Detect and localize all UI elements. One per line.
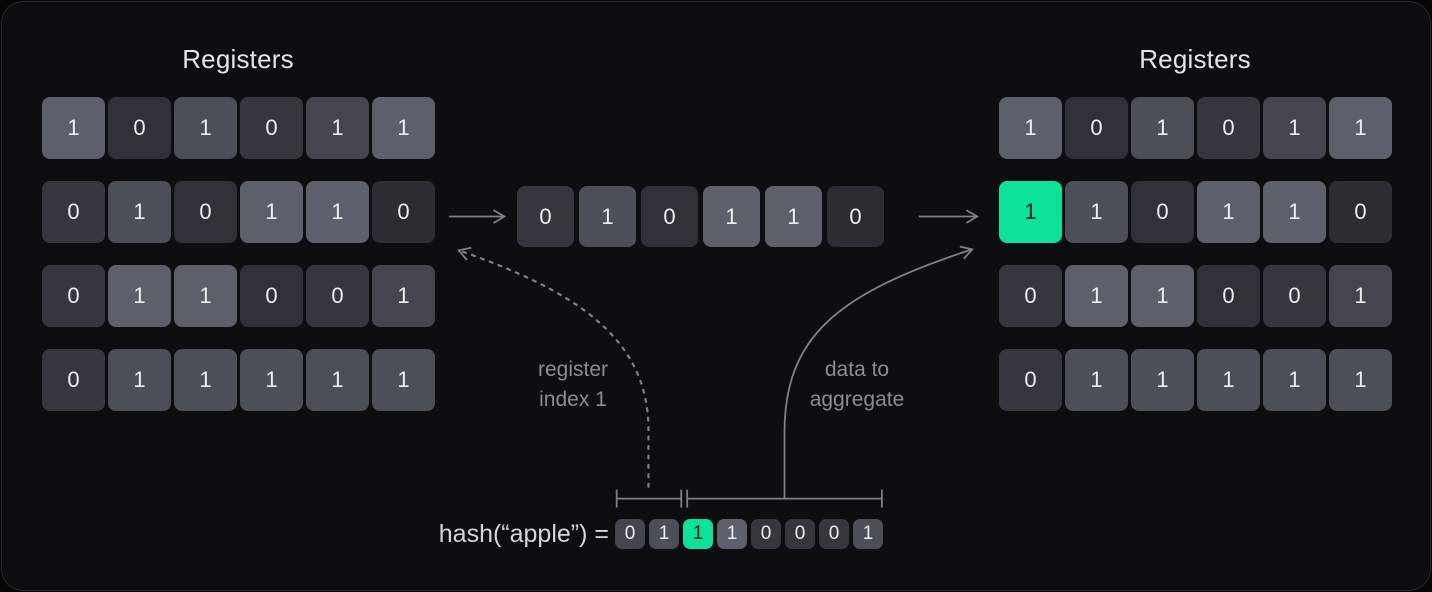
incoming-bit-cell: 0 xyxy=(827,186,884,247)
register-cell: 0 xyxy=(372,181,435,243)
register-cell: 0 xyxy=(42,181,105,243)
hash-bit-cell: 0 xyxy=(751,519,781,549)
left-registers-title: Registers xyxy=(182,44,294,74)
register-cell: 0 xyxy=(999,265,1062,327)
register-cell: 0 xyxy=(1131,181,1194,243)
register-cell: 1 xyxy=(174,265,237,327)
register-cell: 0 xyxy=(108,97,171,159)
register-cell: 1 xyxy=(1131,349,1194,411)
register-cell: 1 xyxy=(174,97,237,159)
register-cell: 1 xyxy=(108,181,171,243)
data-to-aggregate-label-line1: data to xyxy=(824,358,890,381)
hash-bit-cell: 0 xyxy=(785,519,815,549)
register-cell: 1 xyxy=(1065,265,1128,327)
register-cell: 1 xyxy=(372,97,435,159)
incoming-bit-cell: 0 xyxy=(641,186,698,247)
register-cell: 1 xyxy=(999,181,1062,243)
data-to-aggregate-label: data to aggregate xyxy=(782,355,932,415)
register-index-label: register index 1 xyxy=(498,355,648,415)
hash-bit-cell: 1 xyxy=(683,519,713,549)
register-cell: 1 xyxy=(108,349,171,411)
right-registers-title: Registers xyxy=(1139,44,1251,74)
register-cell: 0 xyxy=(1065,97,1128,159)
register-cell: 1 xyxy=(1197,181,1260,243)
register-index-label-line2: index 1 xyxy=(539,388,607,411)
register-cell: 1 xyxy=(1131,265,1194,327)
hash-bit-cell: 1 xyxy=(717,519,747,549)
register-cell: 1 xyxy=(1329,265,1392,327)
register-cell: 1 xyxy=(372,349,435,411)
register-cell: 0 xyxy=(1197,97,1260,159)
register-cell: 1 xyxy=(108,265,171,327)
hash-expression-label: hash(“apple”) = xyxy=(438,520,609,548)
register-cell: 1 xyxy=(1329,349,1392,411)
register-index-label-line1: register xyxy=(537,358,609,381)
register-cell: 1 xyxy=(306,181,369,243)
incoming-bit-cell: 1 xyxy=(579,186,636,247)
register-cell: 1 xyxy=(1263,181,1326,243)
register-cell: 1 xyxy=(1197,349,1260,411)
register-cell: 0 xyxy=(1263,265,1326,327)
register-cell: 1 xyxy=(1329,97,1392,159)
register-cell: 0 xyxy=(42,265,105,327)
register-cell: 1 xyxy=(174,349,237,411)
register-cell: 1 xyxy=(240,181,303,243)
register-cell: 0 xyxy=(240,265,303,327)
register-cell: 1 xyxy=(306,349,369,411)
register-cell: 1 xyxy=(306,97,369,159)
incoming-bit-cell: 0 xyxy=(517,186,574,247)
register-cell: 0 xyxy=(1197,265,1260,327)
register-cell: 0 xyxy=(999,349,1062,411)
register-cell: 1 xyxy=(999,97,1062,159)
register-cell: 1 xyxy=(240,349,303,411)
register-cell: 1 xyxy=(1263,97,1326,159)
register-cell: 0 xyxy=(240,97,303,159)
register-cell: 0 xyxy=(1329,181,1392,243)
register-cell: 1 xyxy=(1263,349,1326,411)
register-cell: 1 xyxy=(42,97,105,159)
register-cell: 0 xyxy=(174,181,237,243)
register-cell: 1 xyxy=(1065,349,1128,411)
bracket-index-bits xyxy=(615,489,683,508)
register-cell: 0 xyxy=(42,349,105,411)
hash-bit-cell: 0 xyxy=(615,519,645,549)
hash-bit-cell: 1 xyxy=(853,519,883,549)
register-cell: 1 xyxy=(1065,181,1128,243)
register-cell: 1 xyxy=(1131,97,1194,159)
register-cell: 1 xyxy=(372,265,435,327)
register-cell: 0 xyxy=(306,265,369,327)
incoming-bit-cell: 1 xyxy=(703,186,760,247)
data-to-aggregate-label-line2: aggregate xyxy=(809,388,905,411)
hash-bit-cell: 0 xyxy=(819,519,849,549)
incoming-bit-cell: 1 xyxy=(765,186,822,247)
bracket-data-bits xyxy=(686,489,883,508)
hash-bit-cell: 1 xyxy=(649,519,679,549)
